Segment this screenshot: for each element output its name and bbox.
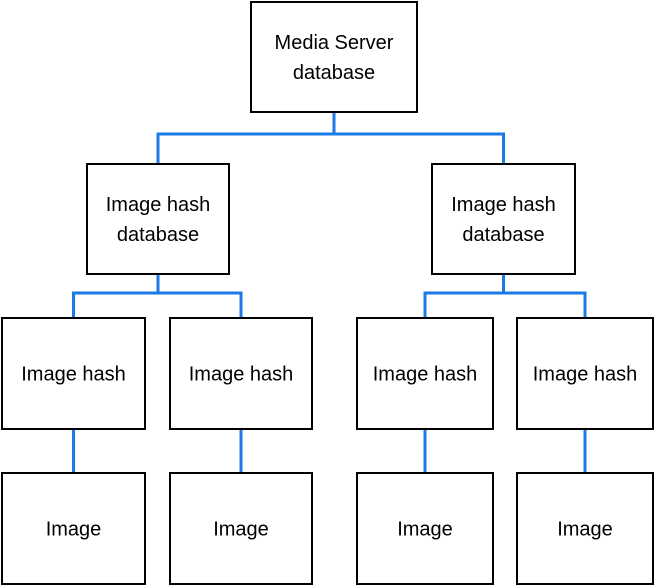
- node-label: Image hash: [21, 364, 126, 386]
- connector-db-left-hash-2: [156, 274, 243, 318]
- node-label: Image hash: [373, 364, 478, 386]
- node-box: [431, 163, 576, 275]
- node-box: [1, 317, 146, 430]
- node-label: database: [117, 224, 199, 246]
- node-db-left: Image hash database: [86, 163, 230, 275]
- connector-root-db-left: [156, 112, 336, 164]
- node-box: [169, 317, 313, 430]
- node-label: database: [462, 224, 544, 246]
- node-label: Image: [46, 519, 102, 541]
- node-label: Image hash: [189, 364, 294, 386]
- node-hash-2: Image hash: [169, 317, 313, 430]
- node-label: Image hash: [106, 194, 211, 216]
- node-box: [516, 317, 654, 430]
- node-hash-4: Image hash: [516, 317, 654, 430]
- node-box: [516, 472, 654, 585]
- node-label: Image hash: [533, 364, 638, 386]
- node-label: Image: [397, 519, 453, 541]
- connector-root-db-right: [332, 112, 505, 164]
- connectors: [72, 112, 587, 473]
- node-label: Media Server: [275, 32, 394, 54]
- node-db-right: Image hash database: [431, 163, 576, 275]
- node-box: [86, 163, 230, 275]
- node-image-3: Image: [356, 472, 494, 585]
- node-image-1: Image: [1, 472, 146, 585]
- node-box: [356, 472, 494, 585]
- node-image-2: Image: [169, 472, 313, 585]
- connector-db-right-hash-3: [423, 274, 505, 318]
- connector-db-right-hash-4: [502, 274, 587, 318]
- connector-db-left-hash-1: [72, 274, 160, 318]
- node-box: [250, 1, 418, 113]
- node-image-4: Image: [516, 472, 654, 585]
- node-hash-1: Image hash: [1, 317, 146, 430]
- node-label: Image hash: [451, 194, 556, 216]
- node-root: Media Server database: [250, 1, 418, 113]
- node-label: database: [293, 62, 375, 84]
- node-box: [1, 472, 146, 585]
- node-box: [169, 472, 313, 585]
- node-box: [356, 317, 494, 430]
- node-label: Image: [213, 519, 269, 541]
- node-label: Image: [557, 519, 613, 541]
- node-hash-3: Image hash: [356, 317, 494, 430]
